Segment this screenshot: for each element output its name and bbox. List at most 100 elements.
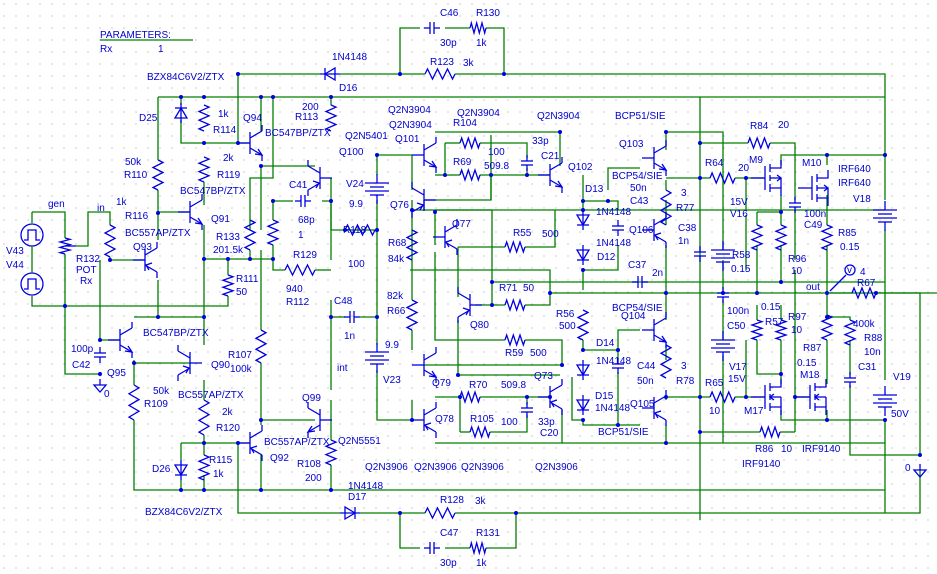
r118-resistor[interactable] [344,223,376,237]
r115-resistor[interactable] [197,454,211,481]
voltage-probe-icon[interactable]: v [829,264,856,292]
d16-diode[interactable] [320,66,340,82]
c20-capacitor[interactable] [521,402,533,418]
q104-transistor[interactable] [642,312,668,348]
r57-resistor[interactable] [749,319,765,341]
r86-resistor[interactable] [759,424,781,440]
c21-capacitor[interactable] [521,155,533,171]
r120-resistor[interactable] [197,399,211,436]
r64-resistor[interactable] [709,171,736,185]
d25-zener[interactable] [173,103,189,123]
q95-transistor[interactable] [108,322,134,358]
q92-transistor[interactable] [238,425,263,461]
r110-resistor[interactable] [151,159,165,191]
r112-resistor[interactable] [284,263,316,277]
v24-battery[interactable] [365,174,389,204]
r96-resistor[interactable] [774,224,788,251]
r68-resistor[interactable] [405,229,419,261]
r114-resistor[interactable] [197,104,211,132]
q76-transistor[interactable] [411,182,436,218]
d15-diode[interactable] [575,395,591,415]
m10-mosfet[interactable] [798,170,830,206]
c41-capacitor[interactable] [295,195,311,207]
r109-resistor[interactable] [127,384,141,421]
c47-capacitor[interactable] [424,542,440,554]
r131-resistor[interactable] [469,540,487,556]
r88-resistor[interactable] [843,319,857,346]
r67-resistor[interactable] [851,286,877,300]
parameters-block[interactable]: PARAMETERS: Rx 1 [100,30,193,55]
q90-transistor[interactable] [177,345,202,381]
r113-resistor[interactable] [324,104,338,132]
r133-resistor[interactable] [243,219,257,251]
q102-transistor[interactable] [538,157,564,193]
r71-resistor[interactable] [504,297,526,313]
r84-resistor[interactable] [747,136,771,150]
d17-diode[interactable] [340,505,360,521]
r116-resistor[interactable] [103,224,117,258]
r108-resistor[interactable] [324,439,338,466]
c49-capacitor[interactable] [789,197,801,213]
v18-battery[interactable] [873,201,897,231]
m18-mosfet[interactable] [796,379,827,415]
d12-diode[interactable] [575,245,591,265]
r107-resistor[interactable] [254,329,268,364]
v16-battery[interactable] [711,241,735,271]
label-d26: D26 [152,464,171,475]
r69-resistor[interactable] [459,167,481,183]
v23-battery[interactable] [365,343,389,373]
c38-capacitor[interactable] [694,246,706,262]
q79-transistor[interactable] [412,347,438,383]
q99-transistor[interactable] [306,402,332,438]
q106-transistor[interactable] [642,212,667,248]
v19-battery[interactable] [873,386,897,416]
r78-resistor[interactable] [659,344,673,379]
r123-resistor[interactable] [424,67,456,81]
d26-zener[interactable] [173,460,189,480]
r65-resistor[interactable] [709,390,736,404]
r128-resistor[interactable] [424,506,456,520]
q94-transistor[interactable] [238,125,264,161]
c46-capacitor[interactable] [424,22,440,34]
r55-resistor[interactable] [504,239,526,255]
d14-diode[interactable] [575,360,591,380]
c48-capacitor[interactable] [344,311,360,323]
r104-resistor[interactable] [459,135,481,151]
q93-transistor[interactable] [133,242,158,278]
r129-resistor[interactable] [266,219,280,246]
r105-resistor[interactable] [469,424,491,440]
q80-transistor[interactable] [457,287,482,323]
r59-resistor[interactable] [504,332,526,348]
q91-transistor[interactable] [178,194,204,230]
q103-transistor[interactable] [642,140,668,176]
q78-transistor[interactable] [412,402,437,438]
c31-capacitor[interactable] [844,372,856,388]
q105-transistor[interactable] [642,390,667,426]
d13-diode[interactable] [575,210,591,230]
m17-mosfet[interactable] [751,379,782,415]
r56-resistor[interactable] [576,309,590,341]
r77-resistor[interactable] [659,189,673,226]
m9-mosfet[interactable] [751,160,783,196]
c43-capacitor[interactable] [612,220,624,236]
c37-capacitor[interactable] [632,276,648,288]
r66-resistor[interactable] [405,299,419,331]
q77-transistor[interactable] [433,219,458,255]
r85-resistor[interactable] [820,224,834,251]
q101-transistor[interactable] [412,137,438,173]
c42-capacitor[interactable] [94,347,106,363]
v17-battery[interactable] [711,331,735,361]
r111-resistor[interactable] [221,274,235,297]
v44-pulse-source[interactable] [20,272,44,296]
q100-transistor[interactable] [307,160,332,196]
r70-resistor[interactable] [459,389,481,405]
r97-resistor[interactable] [773,319,789,341]
r58-resistor[interactable] [750,224,764,251]
r119-resistor[interactable] [197,156,211,183]
v43-pulse-source[interactable] [20,223,44,247]
r130-resistor[interactable] [469,20,487,36]
c44-capacitor[interactable] [612,358,624,374]
r87-resistor[interactable] [820,314,834,341]
